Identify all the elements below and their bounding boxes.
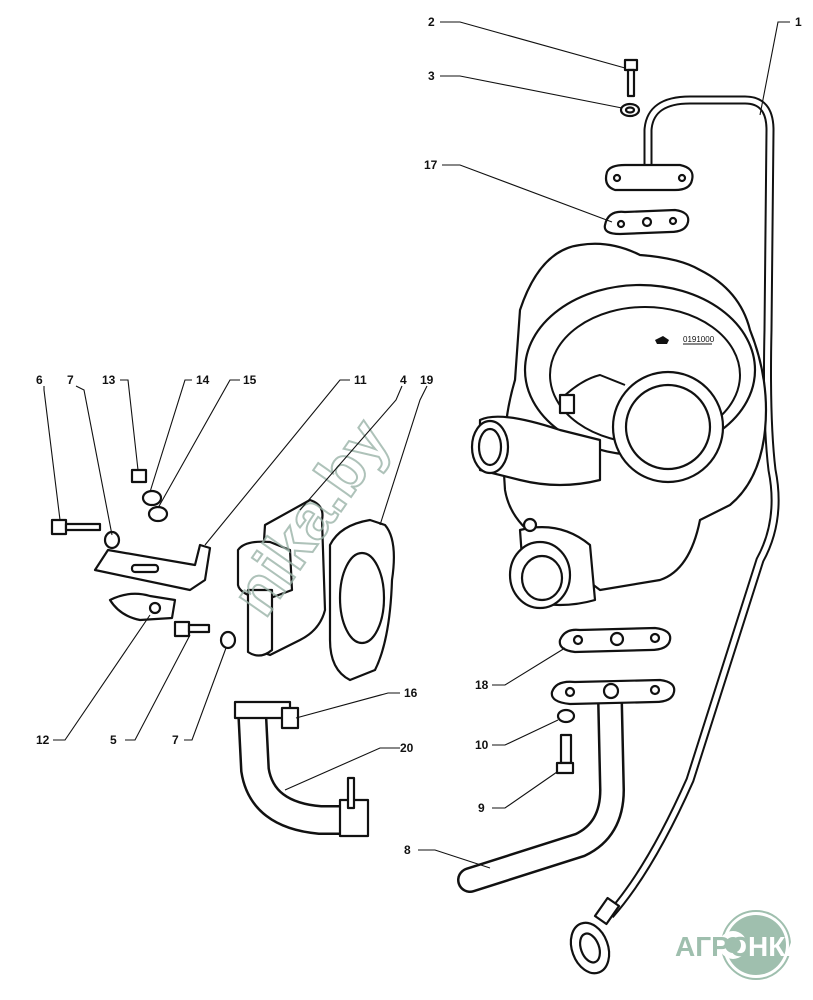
agronika-logo: АГРО НКА: [675, 910, 806, 980]
outlet-elbow: [236, 498, 395, 682]
gasket-18: [558, 626, 672, 654]
callout-20: 20: [400, 741, 414, 755]
turbo-part-number: 0191000: [683, 335, 715, 344]
callout-14: 14: [196, 373, 210, 387]
callout-4: 4: [400, 373, 407, 387]
callout-2: 2: [428, 15, 435, 29]
callout-7-top: 7: [67, 373, 74, 387]
gasket-17: [603, 208, 690, 236]
leader-lines: [43, 21, 790, 869]
logo-right-text: НКА: [748, 931, 806, 962]
callout-7-bottom: 7: [172, 733, 179, 747]
callout-18: 18: [475, 678, 489, 692]
callout-13: 13: [102, 373, 116, 387]
callout-9: 9: [478, 801, 485, 815]
callout-3: 3: [428, 69, 435, 83]
callout-17: 17: [424, 158, 438, 172]
callout-10: 10: [475, 738, 489, 752]
callout-6: 6: [36, 373, 43, 387]
oil-return-pipe: [457, 678, 676, 893]
bracket: [50, 468, 237, 650]
logo-left-text: АГРО: [675, 931, 751, 962]
callout-1: 1: [795, 15, 802, 29]
bolt: [619, 58, 641, 118]
intake-pipe: [233, 700, 370, 838]
turbocharger: 0191000: [470, 242, 768, 610]
oil-feed-pipe: [569, 95, 780, 975]
callout-12: 12: [36, 733, 50, 747]
callout-8: 8: [404, 843, 411, 857]
callout-labels: 1 2 3 17 6 7 13 14 15 11 4 19 12 5 7 16 …: [36, 15, 802, 857]
callout-19: 19: [420, 373, 434, 387]
callout-5: 5: [110, 733, 117, 747]
callout-16: 16: [404, 686, 418, 700]
callout-11: 11: [354, 373, 367, 387]
callout-15: 15: [243, 373, 257, 387]
